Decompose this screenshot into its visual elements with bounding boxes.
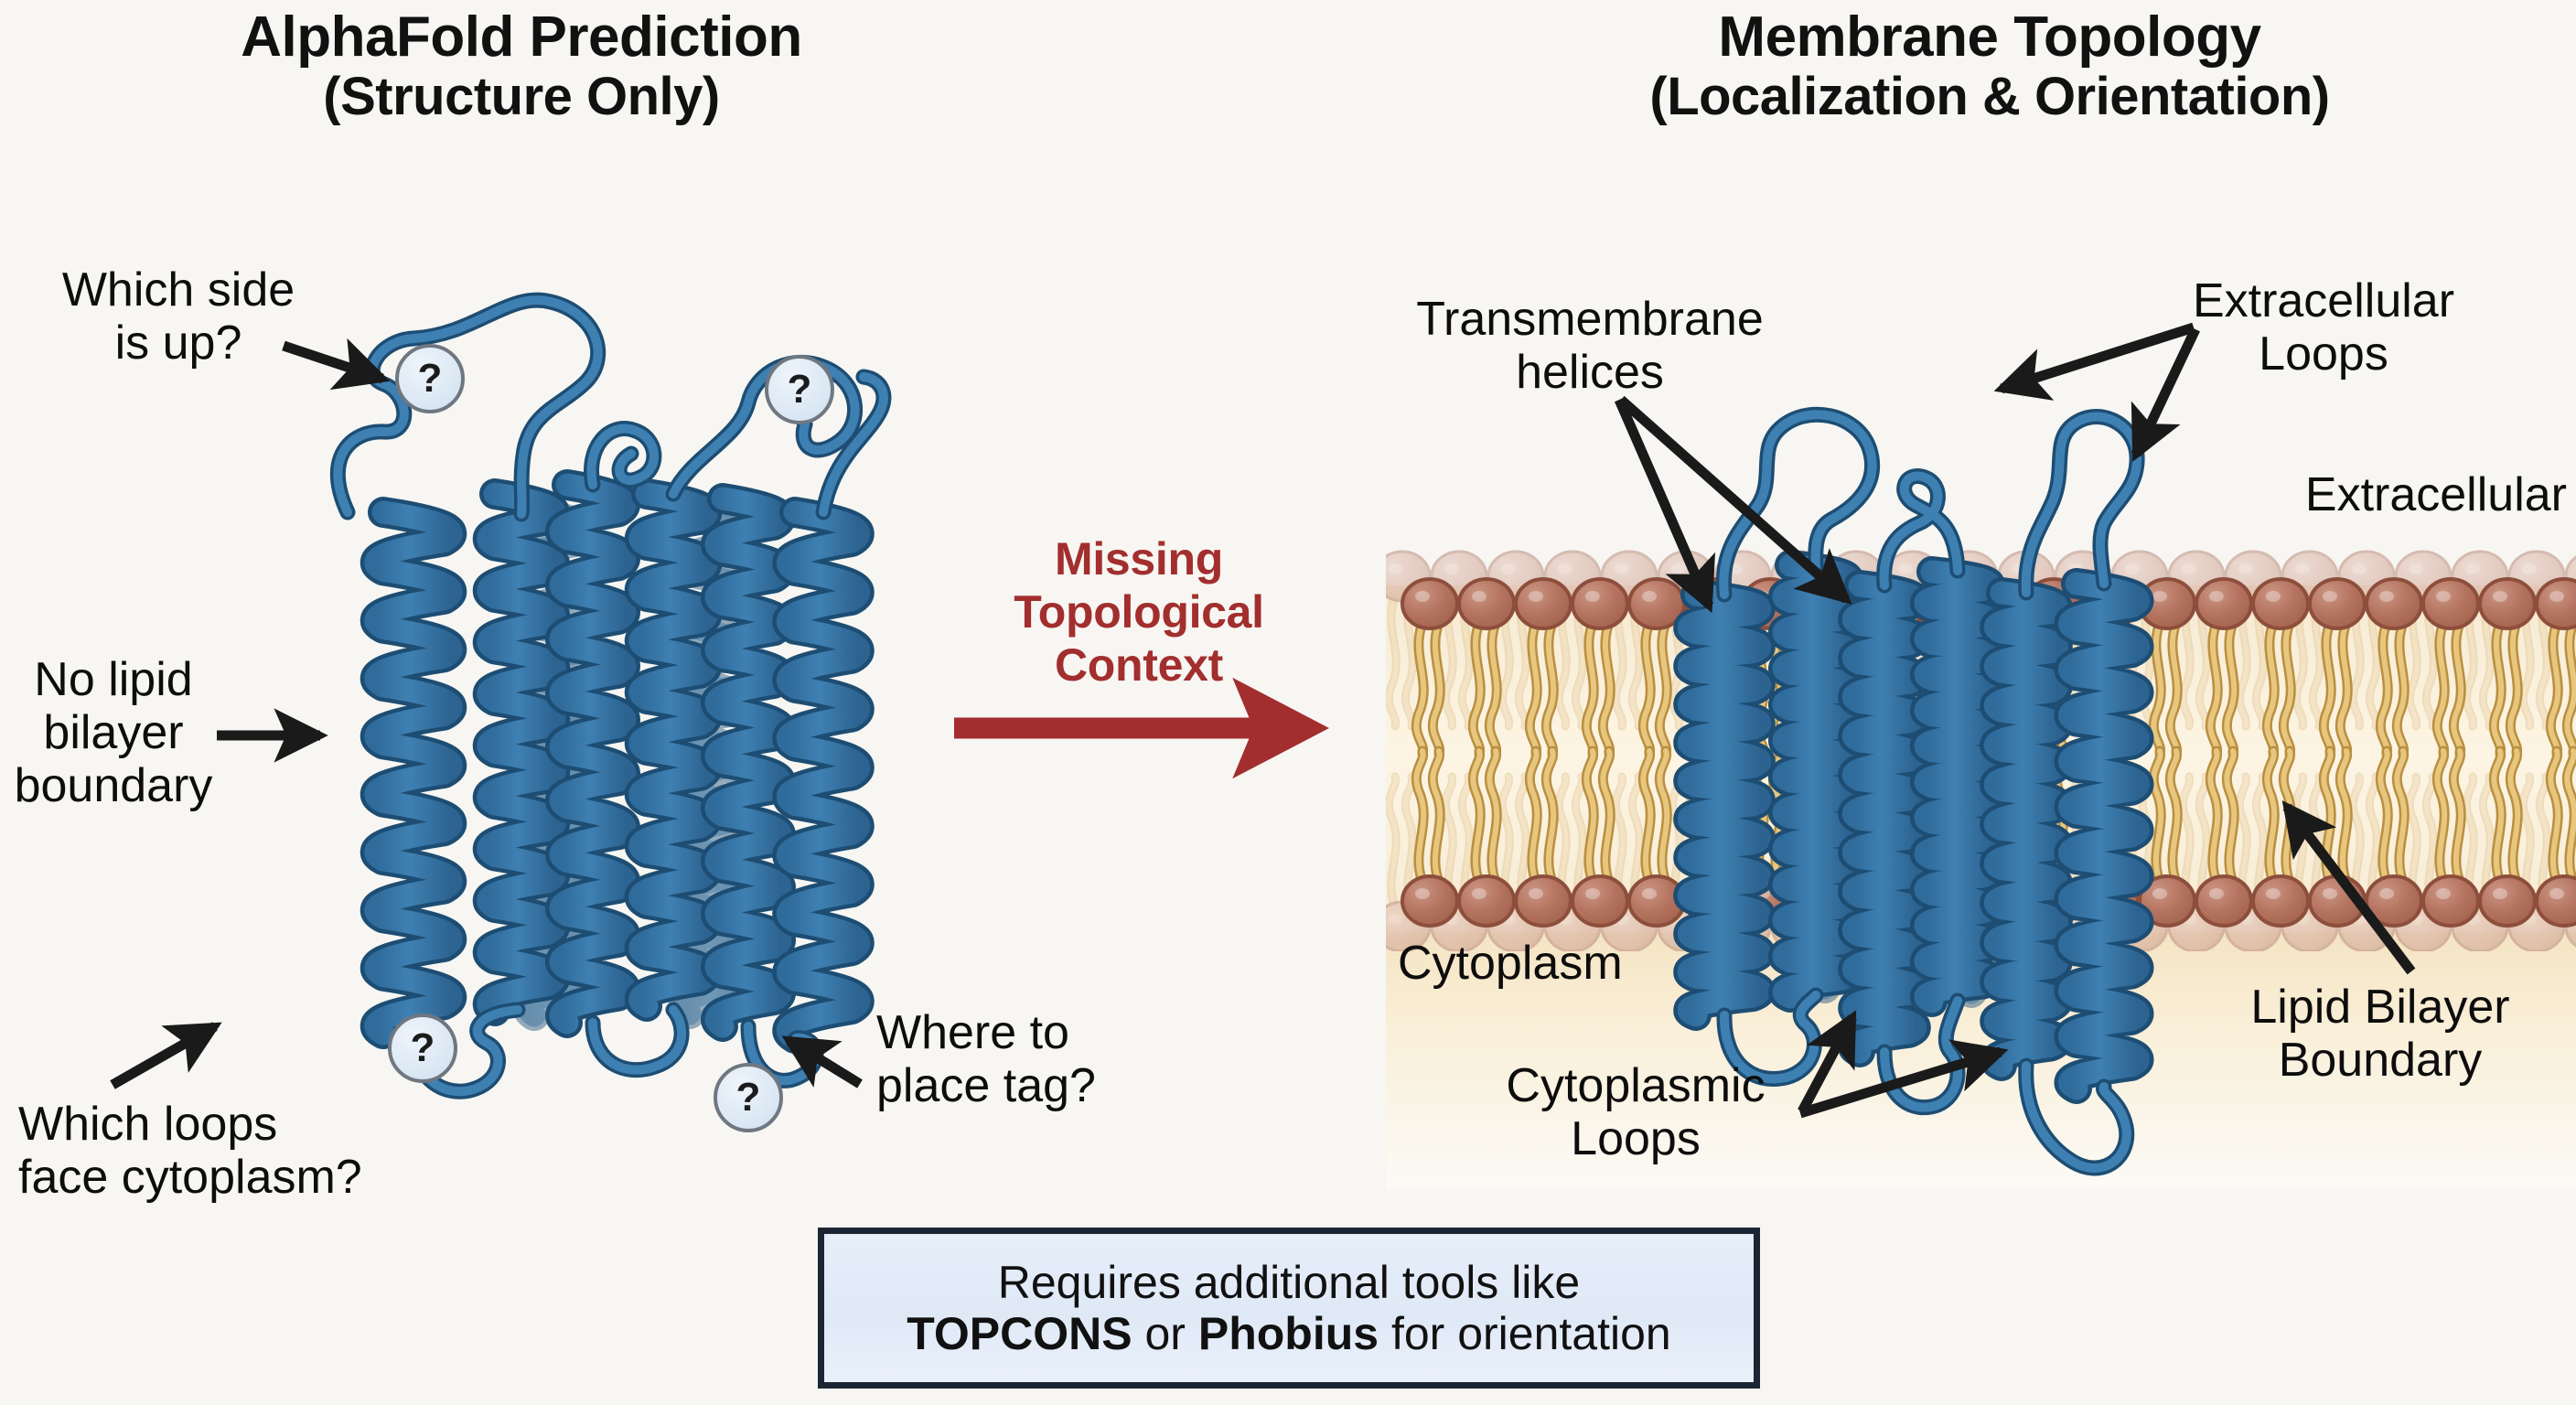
cytoplasm-text: Cytoplasm: [1398, 937, 1623, 990]
question-badge-top-right[interactable]: ?: [765, 355, 834, 424]
question-badge-glyph: ?: [417, 356, 443, 401]
question-badge-top-left[interactable]: ?: [395, 344, 465, 413]
right-panel-title-line2: (Localization & Orientation): [1649, 66, 2330, 126]
label-no-lipid-bilayer-boundary: No lipid bilayer boundary: [7, 653, 220, 813]
label-cytoplasmic-loops: Cytoplasmic Loops: [1444, 1059, 1828, 1165]
question-badge-glyph: ?: [787, 367, 812, 412]
caption-suffix: for orientation: [1379, 1308, 1671, 1359]
transition-line2: Topological: [1014, 586, 1264, 638]
arrow-which-loops-face-cytoplasm: [110, 1022, 222, 1089]
no-bilayer-line1: No lipid: [34, 653, 193, 706]
label-which-side-is-up: Which side is up?: [27, 263, 329, 370]
lipid-boundary-line1: Lipid Bilayer: [2250, 981, 2510, 1034]
tm-helices-line2: helices: [1516, 346, 1664, 400]
cytoplasmic-loops-line1: Cytoplasmic: [1506, 1059, 1766, 1112]
question-badge-bottom-right[interactable]: ?: [714, 1063, 783, 1132]
extracellular-loops-line1: Extracellular: [2192, 274, 2455, 327]
right-panel-title: Membrane Topology (Localization & Orient…: [1436, 5, 2543, 126]
arrow-transmembrane-helices-b: [1617, 395, 1852, 605]
where-tag-line2: place tag?: [876, 1059, 1096, 1113]
no-bilayer-line3: boundary: [14, 759, 213, 813]
left-panel-title-line1: AlphaFold Prediction: [241, 5, 802, 69]
where-tag-line1: Where to: [876, 1006, 1069, 1059]
question-badge-glyph: ?: [735, 1075, 761, 1120]
extracellular-text: Extracellular: [2304, 468, 2567, 521]
question-badge-bottom-left[interactable]: ?: [388, 1014, 457, 1083]
label-extracellular: Extracellular: [2058, 468, 2567, 521]
tm-helices-line1: Transmembrane: [1416, 293, 1764, 346]
label-cytoplasm: Cytoplasm: [1398, 937, 1782, 990]
tool-name-phobius: Phobius: [1197, 1308, 1379, 1359]
caption-box: Requires additional tools like TOPCONS o…: [818, 1228, 1760, 1389]
lipid-boundary-line2: Boundary: [2278, 1034, 2483, 1088]
cytoplasmic-loops-line2: Loops: [1571, 1112, 1701, 1166]
left-panel-title-line2: (Structure Only): [323, 66, 720, 126]
no-bilayer-line2: bilayer: [43, 706, 184, 760]
left-panel-title: AlphaFold Prediction (Structure Only): [110, 5, 933, 126]
tool-name-topcons: TOPCONS: [907, 1308, 1132, 1359]
caption-conjunction: or: [1132, 1308, 1198, 1359]
question-badge-glyph: ?: [410, 1025, 435, 1070]
extracellular-loops-line2: Loops: [2259, 327, 2388, 381]
which-side-line1: Which side: [61, 263, 295, 316]
caption-line1: Requires additional tools like: [997, 1257, 1581, 1308]
arrow-where-to-place-tag: [781, 1035, 863, 1089]
label-where-to-place-tag: Where to place tag?: [876, 1006, 1187, 1112]
which-loops-line1: Which loops: [18, 1098, 278, 1151]
arrow-transmembrane-helices-a: [1614, 397, 1716, 614]
label-transmembrane-helices: Transmembrane helices: [1379, 293, 1800, 399]
transition-line3: Context: [1054, 639, 1223, 691]
arrow-cytoplasmic-loops-b: [1798, 1039, 2009, 1119]
which-side-line2: is up?: [114, 316, 242, 370]
label-which-loops-face-cytoplasm: Which loops face cytoplasm?: [18, 1098, 457, 1204]
label-extracellular-loops: Extracellular Loops: [2131, 274, 2516, 381]
caption-line2: TOPCONS or Phobius for orientation: [907, 1308, 1670, 1359]
label-lipid-bilayer-boundary: Lipid Bilayer Boundary: [2194, 981, 2567, 1087]
right-panel-title-line1: Membrane Topology: [1718, 5, 2261, 69]
transition-line1: Missing: [1054, 533, 1224, 585]
which-loops-line2: face cytoplasm?: [18, 1151, 362, 1205]
arrow-lipid-bilayer-boundary: [2281, 799, 2416, 975]
missing-topological-context-label: Missing Topological Context: [965, 532, 1313, 692]
